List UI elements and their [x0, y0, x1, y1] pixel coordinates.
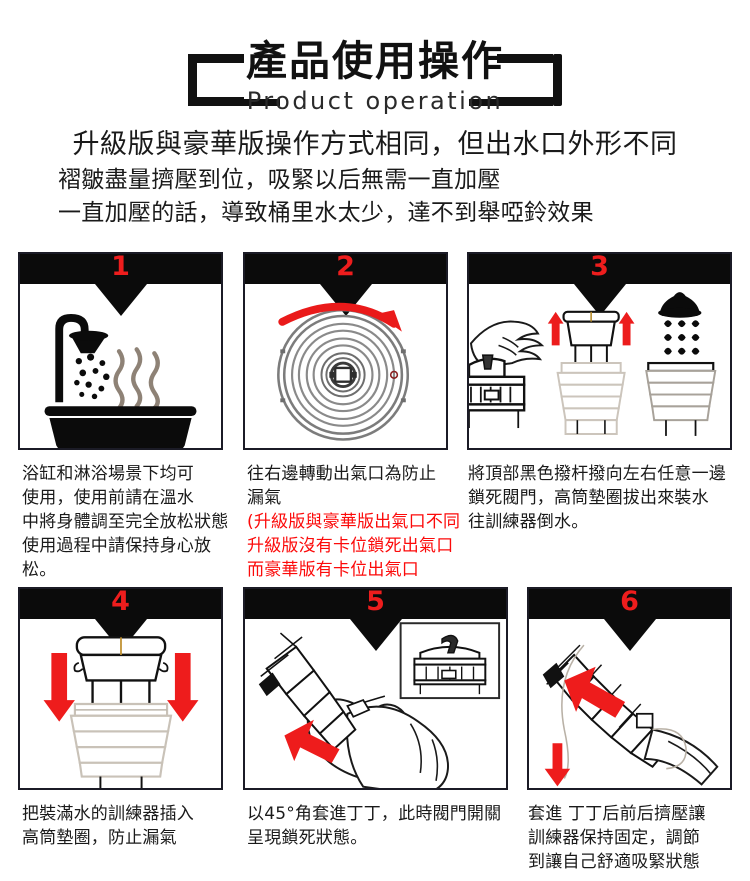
- step-5-caption: 以45°角套進丁丁，此時閥門開關呈現鎖死狀態。: [247, 802, 519, 850]
- step-6-caption: 套進 丁丁后前后擠壓讓訓練器保持固定，調節到讓自己舒適吸緊狀態: [528, 802, 750, 874]
- step-3-caption: 將頂部黑色撥杆撥向左右任意一邊鎖死閥門，高筒墊圈拔出來裝水往訓練器倒水。: [468, 462, 750, 534]
- step-panel-5: 5: [243, 587, 508, 790]
- step-4-caption: 把裝滿水的訓練器插入高筒墊圈，防止漏氣: [22, 802, 237, 850]
- step-panel-1: 1: [18, 252, 223, 450]
- step-5-caption-black: 以45°角套進丁丁，此時閥門開關呈現鎖死狀態。: [247, 804, 502, 848]
- step-4-illustration: [20, 619, 221, 788]
- step-1-caption-black: 浴缸和淋浴場景下均可使用，使用前請在溫水中將身體調至完全放松狀態使用過程中請保持…: [22, 464, 229, 580]
- bracket-bottom-rule-right: [469, 99, 511, 106]
- bracket-right-top: [497, 54, 553, 63]
- step-3-number: 3: [590, 252, 609, 282]
- step-4-caption-black: 把裝滿水的訓練器插入高筒墊圈，防止漏氣: [22, 804, 194, 848]
- intro-line-2: 褶皺盡量擠壓到位，吸緊以后無需一直加壓: [58, 167, 501, 193]
- step-3-illustration: [469, 284, 730, 448]
- step-panel-4: 4: [18, 587, 223, 790]
- step-2-caption-black: 往右邊轉動出氣口為防止漏氣: [247, 464, 437, 508]
- step-6-number: 6: [620, 587, 639, 617]
- step-panel-2: 2: [243, 252, 448, 450]
- bracket-left-top: [188, 54, 244, 63]
- step-6-header-bar: [529, 589, 730, 619]
- step-2-caption-red: (升級版與豪華版出氣口不同升級版沒有卡位鎖死出氣口而豪華版有卡位出氣口: [247, 512, 461, 580]
- intro-line-1: 升級版與豪華版操作方式相同，但出水口外形不同: [72, 129, 678, 160]
- step-1-caption: 浴缸和淋浴場景下均可使用，使用前請在溫水中將身體調至完全放松狀態使用過程中請保持…: [22, 462, 237, 582]
- step-4-header-bar: [20, 589, 221, 619]
- bracket-right-vertical: [553, 54, 562, 106]
- step-2-header-bar: [245, 254, 446, 284]
- bracket-bottom-rule-left: [238, 99, 280, 106]
- step-panel-6: 6: [527, 587, 732, 790]
- bracket-left-bottom: [188, 97, 244, 106]
- step-panel-3: 3: [467, 252, 732, 450]
- step-5-illustration: [245, 619, 506, 788]
- step-1-illustration: [20, 284, 221, 448]
- step-6-illustration: [529, 619, 730, 788]
- step-3-caption-black: 將頂部黑色撥杆撥向左右任意一邊鎖死閥門，高筒墊圈拔出來裝水往訓練器倒水。: [468, 464, 726, 532]
- step-4-number: 4: [111, 587, 130, 617]
- step-6-notch: [603, 619, 656, 651]
- step-3-header-bar: [469, 254, 730, 284]
- bracket-right-bottom: [497, 97, 553, 106]
- step-3-notch: [573, 284, 626, 316]
- page-title-block: 產品使用操作 Product operation: [0, 36, 750, 118]
- title-bracket-frame: [188, 54, 562, 106]
- step-1-notch: [94, 284, 147, 316]
- intro-text-block: 升級版與豪華版操作方式相同，但出水口外形不同 褶皺盡量擠壓到位，吸緊以后無需一直…: [0, 126, 750, 230]
- step-5-header-bar: [245, 589, 506, 619]
- step-2-number: 2: [336, 252, 355, 282]
- page-title: 產品使用操作: [246, 37, 504, 85]
- step-6-caption-black: 套進 丁丁后前后擠壓讓訓練器保持固定，調節到讓自己舒適吸緊狀態: [528, 804, 706, 872]
- step-1-number: 1: [111, 252, 130, 282]
- step-2-caption: 往右邊轉動出氣口為防止漏氣 (升級版與豪華版出氣口不同升級版沒有卡位鎖死出氣口而…: [247, 462, 465, 582]
- page-subtitle: Product operation: [246, 87, 504, 115]
- step-5-notch: [349, 619, 402, 651]
- step-2-illustration: [245, 284, 446, 448]
- step-5-number: 5: [366, 587, 385, 617]
- step-1-header-bar: [20, 254, 221, 284]
- bracket-left-vertical: [188, 54, 197, 106]
- intro-line-3: 一直加壓的話，導致桶里水太少，達不到舉啞鈴效果: [58, 200, 594, 226]
